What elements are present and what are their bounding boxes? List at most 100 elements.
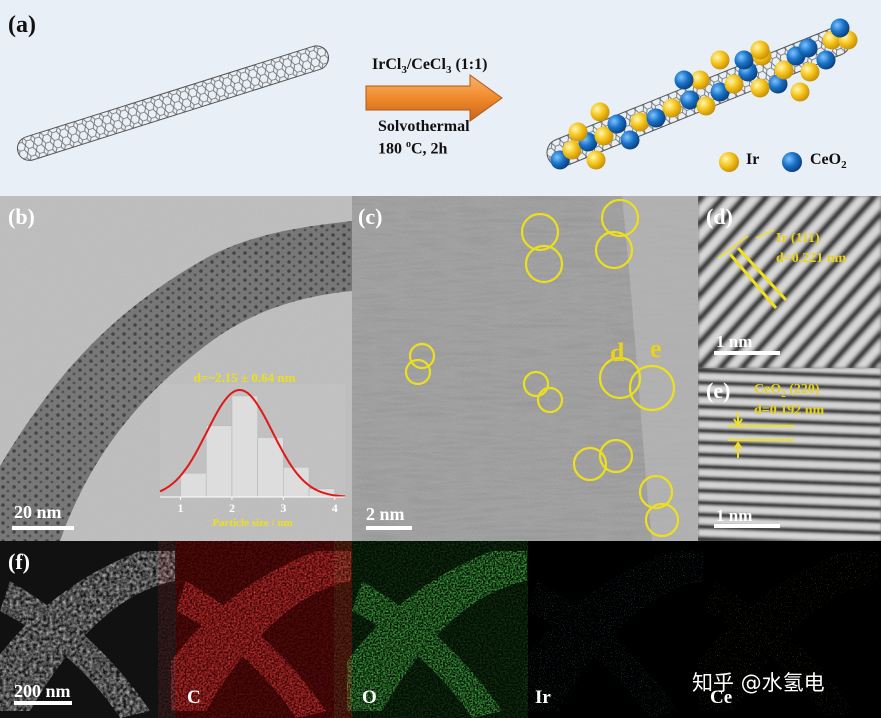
- particle-outline: [524, 244, 564, 284]
- plane-e-prefix: CeO: [754, 382, 782, 397]
- ceo2-particle: [830, 18, 850, 38]
- hrtem-image-c: [352, 196, 698, 541]
- panel-c: (c) d e 2 nm: [352, 196, 698, 541]
- panel-c-label: (c): [358, 204, 383, 229]
- ir-particle: [724, 74, 744, 94]
- reagent-sub-2: 3: [445, 64, 452, 77]
- plane-e-suffix: (220): [785, 382, 820, 397]
- eds-maps: [0, 541, 881, 718]
- ceo2-particle: [798, 38, 818, 58]
- scalebar-f: [14, 701, 72, 705]
- x-axis-label: Particle size / nm: [212, 517, 292, 529]
- legend-ir-label: Ir: [746, 151, 760, 168]
- ceo2-particle: [674, 70, 694, 90]
- watermark: 知乎 @水氢电: [692, 671, 825, 695]
- panel-f: (f) 200 nm C O Ir Ce 知乎 @水氢电: [0, 541, 881, 718]
- ir-particle: [562, 140, 582, 160]
- iridium-map: [528, 541, 704, 718]
- mark-d: d: [610, 338, 625, 367]
- reagent-ratio: (1:1): [451, 56, 488, 73]
- ceo2-particle: [646, 108, 666, 128]
- plane-d: Ir (111): [776, 231, 820, 246]
- panel-d: (d) Ir (111) d=0.221 nm 1 nm: [698, 196, 881, 368]
- map-label-ce: Ce: [710, 687, 733, 708]
- gaussian-fit-curve: [159, 389, 346, 498]
- ceo2-particle: [816, 50, 836, 70]
- histogram-bar: [205, 425, 233, 498]
- histogram-bar: [180, 472, 207, 498]
- ceo2-particle: [620, 130, 640, 150]
- x-tick-label: 4: [332, 501, 338, 515]
- ceo2-particle: [607, 114, 627, 134]
- particle-outline: [594, 230, 634, 270]
- scalebar-d: [714, 351, 780, 355]
- scalebar-e-label: 1 nm: [716, 506, 753, 525]
- ir-particle: [790, 82, 810, 102]
- legend-ceo2-label: CeO2: [810, 151, 847, 171]
- scalebar-c: [366, 526, 412, 530]
- ir-particle: [696, 96, 716, 116]
- scalebar-f-label: 200 nm: [14, 681, 71, 701]
- histogram-bar: [231, 395, 258, 498]
- spacing-d: d=0.221 nm: [776, 251, 847, 266]
- panel-e-label: (e): [706, 378, 731, 403]
- reaction-arrow: [365, 74, 503, 122]
- scalebar-d-label: 1 nm: [716, 332, 753, 351]
- ir-particle: [590, 102, 610, 122]
- cerium-map: [704, 541, 881, 718]
- particle-outline: [638, 474, 674, 510]
- scalebar-b: [12, 526, 74, 530]
- ir-particle: [594, 126, 614, 146]
- scalebar-e: [714, 524, 780, 528]
- ir-particle: [630, 112, 650, 132]
- panel-a-graphic: [16, 18, 858, 172]
- particle-outline: [404, 358, 432, 386]
- panel-d-label: (d): [706, 204, 733, 229]
- reagent-prefix: IrCl: [372, 56, 402, 73]
- x-tick-label: 3: [280, 501, 286, 515]
- legend-ceo2-sub: 2: [841, 159, 847, 172]
- ir-particle: [800, 62, 820, 82]
- particle-outlines: [404, 198, 680, 538]
- particle-outline: [644, 502, 680, 538]
- ir-particle: [710, 50, 730, 70]
- reagent-mid: /CeCl: [406, 56, 446, 73]
- ir-particle: [662, 98, 682, 118]
- ir-particle: [586, 150, 606, 170]
- particle-outline: [522, 370, 550, 398]
- particle-outline: [520, 212, 560, 252]
- plane-e: CeO2 (220): [754, 382, 820, 399]
- ir-particle: [750, 40, 770, 60]
- map-label-o: O: [362, 687, 377, 708]
- ir-particle: [750, 78, 770, 98]
- nanoparticles: [550, 18, 858, 170]
- method-text: Solvothermal: [378, 118, 470, 135]
- ceo2-particle: [710, 82, 730, 102]
- particle-outline: [572, 446, 608, 482]
- temp-sup: o: [406, 139, 411, 150]
- panel-a-label: (a): [8, 12, 36, 38]
- scalebar-c-label: 2 nm: [366, 504, 405, 524]
- particle-outline: [598, 356, 642, 400]
- oxygen-map: [352, 541, 528, 718]
- spacing-e: d=0.192 nm: [754, 403, 825, 418]
- reagent-sub-1: 3: [401, 64, 407, 77]
- map-label-c: C: [187, 687, 201, 708]
- particle-outline: [600, 198, 640, 238]
- particle-outline: [598, 438, 634, 474]
- map-label-ir: Ir: [535, 687, 551, 708]
- particle-outline: [628, 364, 676, 412]
- ir-legend-ball: [719, 152, 739, 172]
- panel-f-label: (f): [8, 549, 30, 574]
- plane-e-sub: 2: [781, 388, 786, 399]
- temp-suffix: C, 2h: [411, 140, 448, 158]
- mark-e: e: [650, 334, 662, 363]
- x-tick-label: 1: [178, 501, 184, 515]
- carbon-nanotube-left: [16, 45, 330, 161]
- chart-title: d=~2.15 ± 0.64 nm: [194, 370, 296, 385]
- scalebar-b-label: 20 nm: [14, 502, 62, 522]
